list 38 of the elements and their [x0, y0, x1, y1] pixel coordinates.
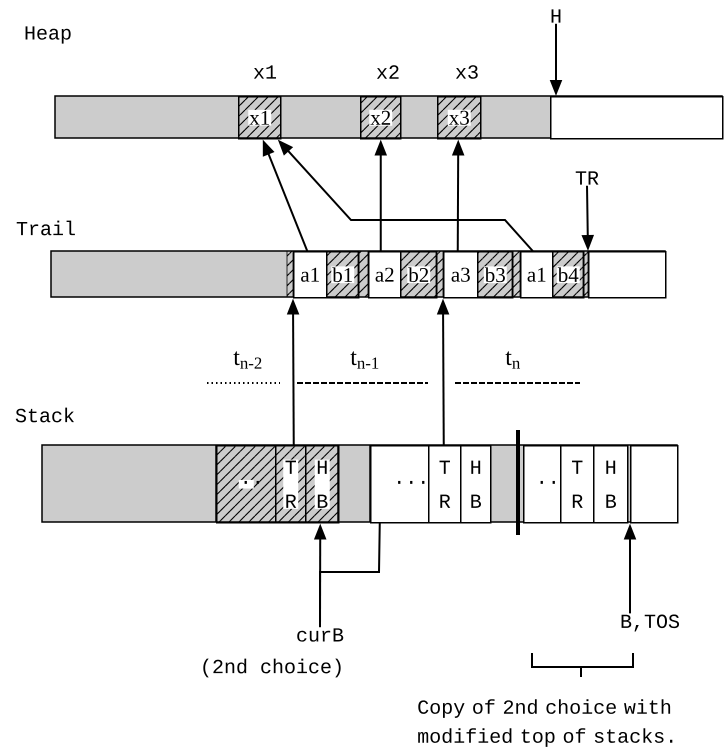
- hatched-cell: H B: [305, 445, 340, 524]
- memory-cell: ..: [523, 445, 562, 524]
- memory-cell: H B: [593, 445, 628, 524]
- memory-cell: a1: [520, 251, 554, 298]
- segment-label: t$_{n-1}$: [350, 351, 378, 369]
- memory-cell: a3: [443, 251, 478, 298]
- hatched-cell: x3: [437, 96, 482, 140]
- section-label: Trail: [16, 220, 75, 236]
- hatched-cell: b3: [477, 251, 514, 298]
- pointer-label: B,TOS: [622, 614, 679, 632]
- hatched-cell: T R: [275, 445, 306, 524]
- pointer-label: curB: [297, 628, 344, 642]
- hatched-cell: x2: [360, 96, 402, 140]
- annotation: x1: [254, 65, 276, 79]
- pointer-label: TR: [576, 171, 598, 185]
- note: Copy of 2nd choice with modified top of stacks.: [418, 699, 672, 747]
- memory-cell: a2: [368, 251, 402, 298]
- free-region: [550, 96, 724, 140]
- memory-cell: T R: [560, 445, 594, 524]
- memory-cell: ...: [370, 445, 430, 524]
- annotation: x2: [376, 65, 399, 79]
- hatched-cell: b2: [400, 251, 438, 298]
- annotation: (2nd choice): [203, 658, 341, 678]
- free-region: [588, 251, 666, 298]
- hatched-cell: b1: [326, 251, 360, 298]
- pointer-label: H: [552, 9, 560, 23]
- section-label: Heap: [26, 26, 71, 44]
- memory-cell: a1: [293, 251, 328, 298]
- memory-cell: T R: [428, 445, 462, 524]
- annotation: x3: [456, 65, 478, 79]
- memory-cell: H B: [460, 445, 492, 524]
- hatched-cell: x1: [238, 96, 282, 140]
- free-region: [630, 445, 678, 524]
- section-label: Stack: [16, 408, 74, 422]
- connector-line: [319, 524, 381, 628]
- segment-label: t$_{n}$: [505, 351, 520, 369]
- segment-label: t$_{n-2}$: [233, 351, 262, 369]
- hatched-cell: b4: [552, 251, 584, 298]
